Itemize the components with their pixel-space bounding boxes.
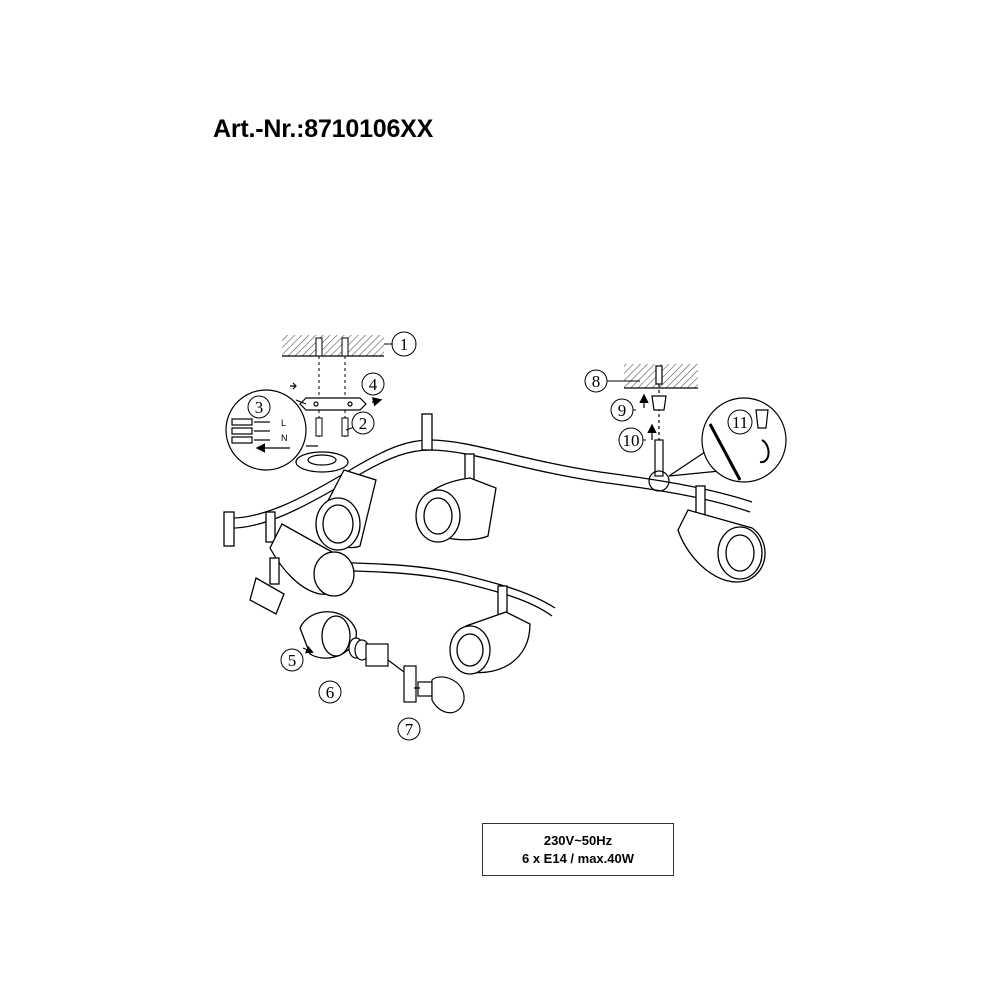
light-bulb-icon — [414, 676, 465, 714]
svg-text:7: 7 — [405, 720, 414, 739]
ceiling-left — [282, 335, 384, 357]
spec-box: 230V~50Hz 6 x E14 / max.40W — [482, 823, 674, 876]
callout-3: 3 — [247, 395, 271, 419]
svg-text:2: 2 — [359, 414, 368, 433]
callout-2: 2 — [351, 411, 375, 435]
suspension-fixings-icon — [639, 365, 670, 492]
svg-text:10: 10 — [623, 431, 640, 450]
spotlight-2 — [415, 453, 497, 543]
svg-text:9: 9 — [618, 401, 627, 420]
spotlight-6-exploded — [249, 557, 357, 659]
svg-text:3: 3 — [255, 398, 264, 417]
spotlight-4 — [265, 511, 355, 597]
callout-4: 4 — [361, 372, 385, 396]
svg-text:8: 8 — [592, 372, 601, 391]
detail-circle-hook — [668, 397, 787, 483]
callout-7: 7 — [397, 717, 421, 741]
svg-text:11: 11 — [732, 413, 748, 432]
svg-text:1: 1 — [400, 335, 409, 354]
svg-text:5: 5 — [288, 651, 297, 670]
spotlight-5 — [449, 585, 531, 675]
lampholder-ring-icon — [348, 637, 417, 703]
callout-11: 11 — [727, 409, 753, 435]
spec-bulbs: 6 x E14 / max.40W — [521, 850, 634, 866]
callout-10: 10 — [618, 427, 644, 453]
wiring-detail-circle — [225, 389, 318, 471]
svg-text:6: 6 — [326, 683, 335, 702]
callout-5: 5 — [280, 648, 304, 672]
mounting-bracket-icon — [290, 382, 383, 411]
callout-1: 1 — [391, 331, 417, 357]
article-number-title: Art.-Nr.:8710106XX — [213, 115, 434, 143]
spec-voltage: 230V~50Hz — [543, 832, 613, 848]
callout-9: 9 — [610, 398, 634, 422]
wiring-label-n: N — [281, 433, 288, 443]
callout-6: 6 — [318, 680, 342, 704]
svg-text:4: 4 — [369, 375, 378, 394]
spotlight-1 — [315, 469, 377, 551]
callout-8: 8 — [584, 369, 608, 393]
wiring-label-l: L — [281, 418, 286, 428]
ceiling-canopy-icon — [295, 451, 349, 473]
spotlight-3 — [677, 485, 766, 583]
